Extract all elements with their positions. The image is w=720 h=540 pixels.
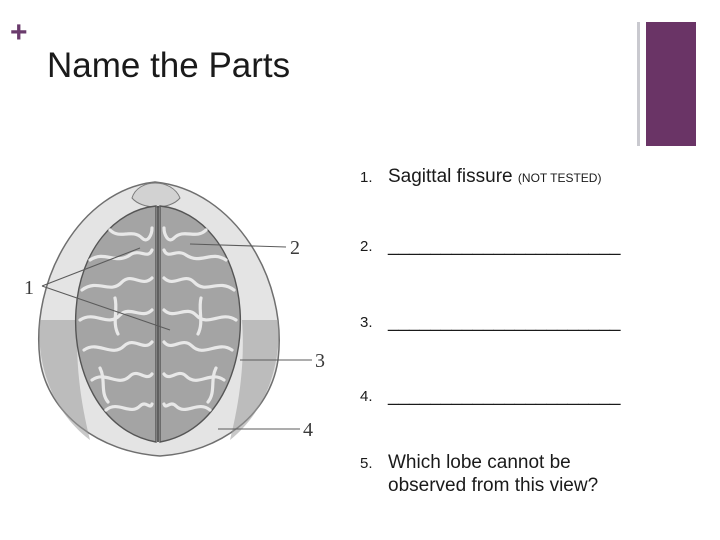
accent-divider bbox=[637, 22, 640, 146]
question-number: 1. bbox=[360, 169, 373, 186]
left-gyri bbox=[78, 226, 154, 412]
question-text: Sagittal fissure bbox=[388, 166, 513, 187]
question-number: 5. bbox=[360, 455, 373, 472]
question-number: 3. bbox=[360, 314, 373, 331]
temporal-shading-left bbox=[39, 320, 90, 440]
question-number: 4. bbox=[360, 388, 373, 405]
question-text: Which lobe cannot be observed from this … bbox=[388, 452, 599, 496]
brain-superior-view-diagram: 1 2 3 4 bbox=[24, 181, 325, 457]
question-4: 4. ______________________ bbox=[360, 385, 700, 407]
answer-blank: ______________________ bbox=[388, 385, 621, 406]
callout-1: 1 bbox=[24, 277, 34, 299]
callout-4: 4 bbox=[303, 419, 313, 441]
leader-line-1b bbox=[41, 285, 171, 331]
plus-icon: + bbox=[10, 16, 28, 49]
answer-blank: ______________________ bbox=[388, 235, 621, 256]
callout-3: 3 bbox=[315, 350, 325, 372]
leader-line-1a bbox=[41, 247, 141, 287]
frontal-pole bbox=[131, 182, 181, 208]
answer-blank: ______________________ bbox=[388, 311, 621, 332]
leader-line-2 bbox=[189, 243, 287, 248]
slide-title: Name the Parts bbox=[47, 46, 291, 85]
callout-2: 2 bbox=[290, 237, 300, 259]
temporal-shading-right bbox=[230, 320, 279, 440]
question-number: 2. bbox=[360, 238, 373, 255]
question-3: 3. ______________________ bbox=[360, 311, 700, 333]
accent-bar bbox=[646, 22, 696, 146]
right-gyri bbox=[162, 226, 238, 412]
not-tested-note: (NOT TESTED) bbox=[517, 171, 602, 185]
question-1: 1. Sagittal fissure (NOT TESTED) bbox=[360, 165, 700, 190]
question-2: 2. ______________________ bbox=[360, 235, 700, 257]
question-5: 5. Which lobe cannot be observed from th… bbox=[360, 451, 650, 497]
